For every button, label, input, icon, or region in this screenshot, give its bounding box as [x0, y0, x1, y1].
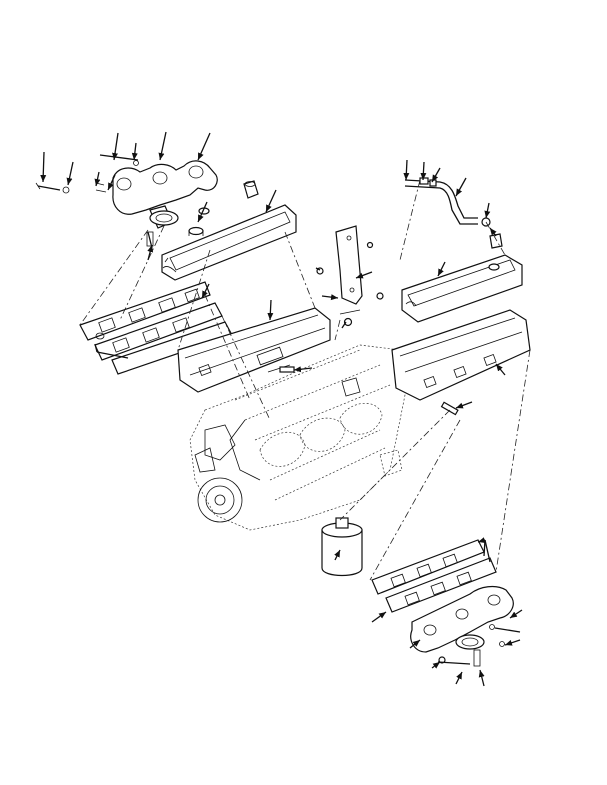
left-exhaust-manifold [112, 160, 218, 229]
callout-arrows [40, 131, 523, 687]
left-valve-cover [161, 180, 297, 281]
right-exhaust-manifold [410, 585, 514, 653]
right-manifold-bolts [437, 624, 521, 667]
right-cylinder-head [391, 309, 531, 416]
engine-block [189, 344, 411, 531]
left-manifold-bolts [35, 154, 154, 249]
assembly-center-lines [79, 179, 531, 581]
right-valve-cover [401, 254, 523, 323]
oil-filter [321, 517, 363, 577]
center-bracket [316, 225, 384, 327]
